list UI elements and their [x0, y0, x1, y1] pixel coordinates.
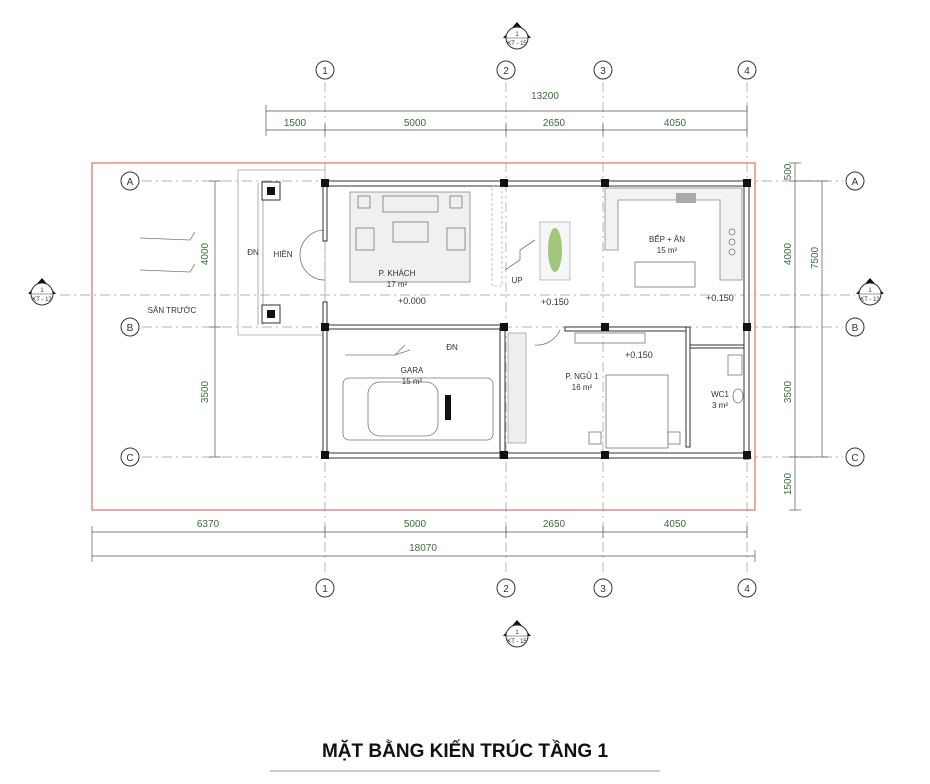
label-garage-name: GARA — [401, 366, 424, 375]
label-garage-area: 15 m² — [402, 377, 423, 386]
level-kitchen: +0.150 — [706, 293, 734, 303]
level-living: +0.000 — [398, 296, 426, 306]
svg-text:2650: 2650 — [543, 118, 566, 129]
svg-text:1: 1 — [40, 288, 44, 294]
svg-text:2: 2 — [503, 66, 509, 77]
label-kitchen-name: BẾP + ĂN — [649, 234, 685, 244]
svg-text:A: A — [852, 177, 859, 188]
grid-bubble-3-bottom: 3 — [593, 578, 613, 598]
svg-text:C: C — [851, 453, 858, 464]
svg-text:7500: 7500 — [810, 246, 821, 269]
label-front-yard: SÂN TRƯỚC — [148, 306, 197, 315]
walls — [321, 179, 751, 460]
label-bedroom-name: P. NGỦ 1 — [565, 372, 599, 381]
svg-text:4: 4 — [744, 584, 750, 595]
dimensions-left: 4000 3500 — [200, 180, 221, 458]
label-porch-dn: ĐN — [247, 248, 259, 257]
garage-furniture — [342, 344, 494, 441]
svg-text:1: 1 — [322, 66, 328, 77]
svg-text:1: 1 — [322, 584, 328, 595]
label-living-name: P. KHÁCH — [379, 269, 416, 278]
site-boundary — [91, 162, 756, 511]
label-kitchen-area: 15 m² — [657, 246, 678, 255]
grid-bubble-b-left: B — [120, 317, 140, 337]
section-marker-right: 1 KT - 13 — [856, 278, 884, 306]
svg-text:5000: 5000 — [404, 519, 427, 530]
svg-text:4000: 4000 — [783, 242, 794, 265]
label-living-area: 17 m² — [387, 280, 408, 289]
svg-text:3: 3 — [600, 66, 606, 77]
svg-text:4: 4 — [744, 66, 750, 77]
section-marker-bottom: 1 KT - 15 — [503, 620, 531, 648]
svg-text:2: 2 — [503, 584, 509, 595]
svg-text:1: 1 — [868, 288, 872, 294]
section-marker-top: 1 KT - 15 — [503, 22, 531, 50]
bedroom-furniture — [534, 329, 681, 449]
drawing-title: MẶT BẰNG KIẾN TRÚC TẦNG 1 — [322, 740, 608, 762]
grid-bubble-b-right: B — [845, 317, 865, 337]
svg-text:2650: 2650 — [543, 519, 566, 530]
svg-text:5000: 5000 — [404, 118, 427, 129]
stair — [491, 185, 571, 444]
grid-bubble-a-left: A — [120, 171, 140, 191]
svg-text:18070: 18070 — [409, 543, 437, 554]
grid-bubble-c-right: C — [845, 447, 865, 467]
dimensions-bottom: 6370 5000 2650 4050 18070 — [91, 519, 756, 562]
level-bedroom: +0.150 — [625, 350, 653, 360]
kitchen-furniture — [604, 187, 743, 288]
svg-text:4050: 4050 — [664, 118, 687, 129]
svg-text:B: B — [852, 323, 859, 334]
grid-bubble-2-bottom: 2 — [496, 578, 516, 598]
grid-bubble-3-top: 3 — [593, 60, 613, 80]
svg-text:1: 1 — [515, 32, 519, 38]
grid-bubble-4-top: 4 — [737, 60, 757, 80]
svg-text:A: A — [127, 177, 134, 188]
grid-bubble-c-left: C — [120, 447, 140, 467]
label-wc-area: 3 m² — [712, 401, 728, 410]
svg-text:1: 1 — [515, 630, 519, 636]
dimensions-right: 500 4000 3500 1500 7500 — [783, 162, 828, 511]
label-garage-dn: ĐN — [446, 343, 458, 352]
label-stair-up: UP — [511, 276, 522, 285]
grid-bubble-a-right: A — [845, 171, 865, 191]
grid-bubble-4-bottom: 4 — [737, 578, 757, 598]
svg-text:4000: 4000 — [200, 242, 211, 265]
svg-text:500: 500 — [783, 163, 794, 180]
label-bedroom-area: 16 m² — [572, 383, 593, 392]
grid-bubbles: 1 2 3 4 1 2 3 4 A B C A B C — [120, 60, 865, 598]
svg-text:KT - 13: KT - 13 — [32, 297, 52, 303]
svg-text:4050: 4050 — [664, 519, 687, 530]
dimensions-top: 13200 1500 5000 2650 4050 — [265, 91, 748, 136]
svg-text:1500: 1500 — [284, 118, 307, 129]
room-labels: SÂN TRƯỚC ĐN HIÊN P. KHÁCH 17 m² BẾP + Ă… — [148, 234, 730, 410]
svg-text:KT - 15: KT - 15 — [507, 639, 527, 645]
grid-bubble-1-bottom: 1 — [315, 578, 335, 598]
level-stair-hall: +0.150 — [541, 297, 569, 307]
living-room-furniture — [349, 191, 471, 283]
svg-text:C: C — [126, 453, 133, 464]
grid-bubble-2-top: 2 — [496, 60, 516, 80]
wc-fixtures — [727, 354, 744, 404]
svg-text:1500: 1500 — [783, 472, 794, 495]
label-porch: HIÊN — [273, 250, 292, 259]
grid-bubble-1-top: 1 — [315, 60, 335, 80]
label-wc-name: WC1 — [711, 390, 729, 399]
svg-text:B: B — [127, 323, 134, 334]
svg-text:13200: 13200 — [531, 91, 559, 102]
svg-text:3: 3 — [600, 584, 606, 595]
svg-text:KT - 15: KT - 15 — [507, 41, 527, 47]
porch — [237, 169, 326, 336]
svg-text:3500: 3500 — [200, 380, 211, 403]
svg-text:3500: 3500 — [783, 380, 794, 403]
svg-text:KT - 13: KT - 13 — [860, 297, 880, 303]
svg-text:6370: 6370 — [197, 519, 220, 530]
level-marks: +0.000 +0.150 +0.150 +0.150 — [398, 293, 734, 360]
motorbikes — [139, 231, 196, 273]
section-marker-left: 1 KT - 13 — [28, 278, 56, 306]
